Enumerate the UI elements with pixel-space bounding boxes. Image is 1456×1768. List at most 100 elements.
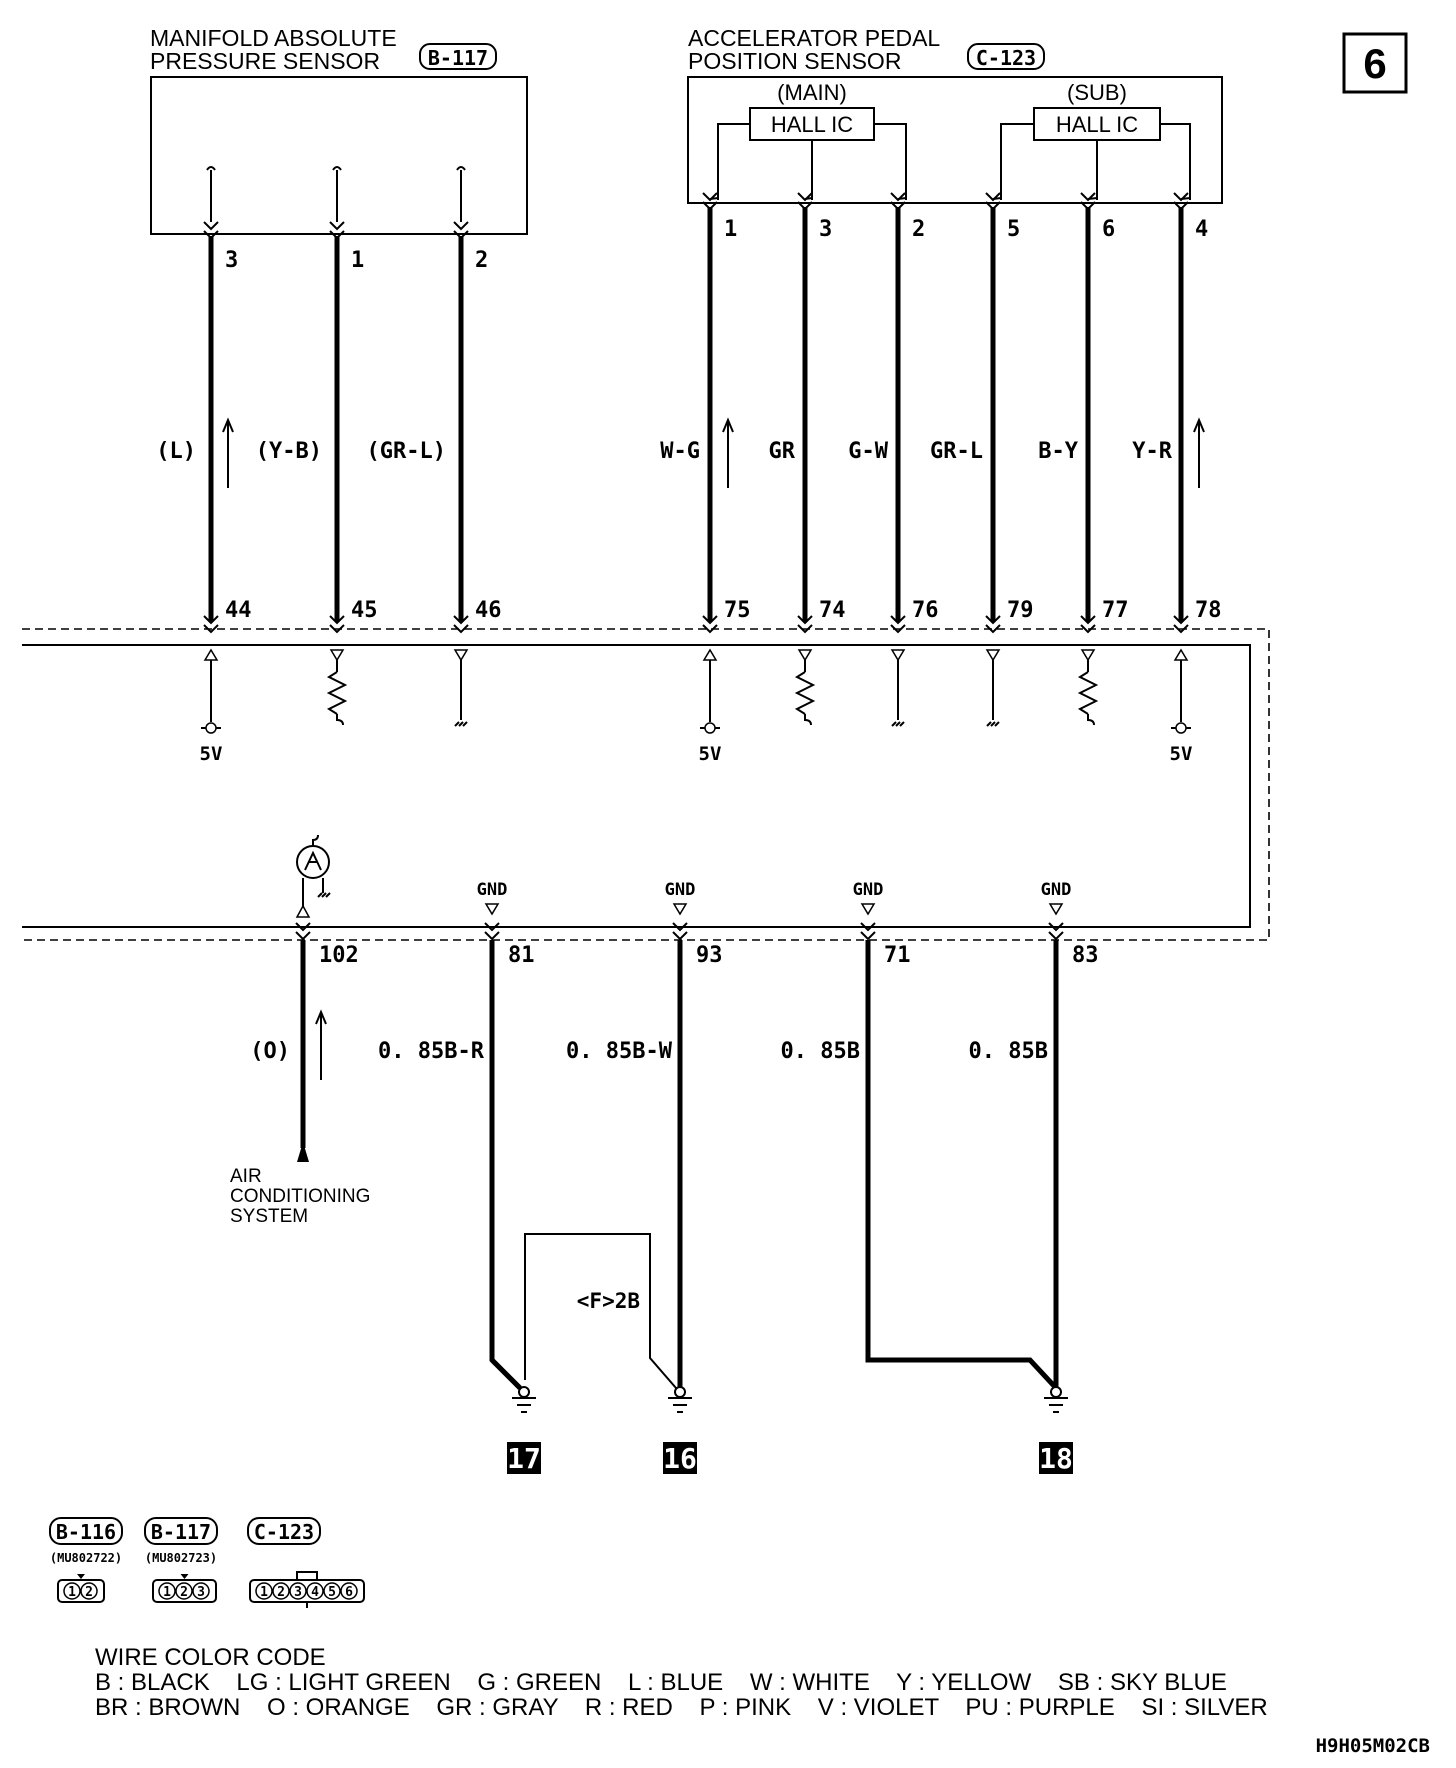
input-triangle-up bbox=[702, 648, 718, 661]
ecm bbox=[22, 628, 1270, 941]
ecm-bottom-chevron bbox=[484, 922, 500, 932]
supply-5v-label: 5V bbox=[699, 743, 722, 765]
map-sensor-body bbox=[150, 76, 528, 235]
app-pin-number: 4 bbox=[1195, 217, 1208, 242]
app-pin-number: 5 bbox=[1007, 217, 1020, 242]
connector-pin bbox=[158, 1582, 176, 1600]
app-pin-chevron bbox=[890, 192, 906, 202]
ground-point-node bbox=[518, 1386, 530, 1398]
input-triangle-down bbox=[797, 649, 813, 662]
supply-5v-label: 5V bbox=[200, 743, 223, 765]
app-pin-chevron bbox=[985, 192, 1001, 202]
gnd-triangle bbox=[860, 903, 876, 916]
app-pin-chevron bbox=[702, 192, 718, 202]
ecm-bottom-chevron bbox=[1048, 931, 1064, 941]
ac-wire-color: (O) bbox=[250, 1039, 290, 1064]
ecm-terminal-chevron bbox=[797, 624, 813, 634]
wire-color-code-row-1: B : BLACK LG : LIGHT GREEN G : GREEN L :… bbox=[95, 1669, 1227, 1696]
page-number-box bbox=[1342, 32, 1408, 94]
map-wire-color: (GR-L) bbox=[367, 439, 446, 464]
app-pin-number: 1 bbox=[724, 217, 737, 242]
map-sensor-title-1: MANIFOLD ABSOLUTE bbox=[150, 25, 397, 51]
resistor-tail bbox=[336, 714, 344, 726]
ground-point-badge bbox=[1039, 1442, 1073, 1474]
connector-pin-number: 4 bbox=[311, 1585, 319, 1600]
connector-pin bbox=[80, 1582, 98, 1600]
input-triangle-down bbox=[890, 649, 906, 662]
ecm-bottom-chevron bbox=[295, 931, 311, 941]
ground-wire-color: 0. 85B-R bbox=[378, 1039, 485, 1064]
gnd-triangle bbox=[672, 903, 688, 916]
hall-lead-join bbox=[897, 197, 907, 200]
gnd-triangle bbox=[484, 903, 500, 916]
app-sensor-connector-frame bbox=[967, 43, 1045, 70]
app-pin-number: 3 bbox=[819, 217, 832, 242]
connector-key bbox=[77, 1574, 85, 1579]
connector-pin-number: 3 bbox=[197, 1585, 205, 1600]
ecm-terminal-number: 78 bbox=[1195, 598, 1222, 623]
ground-wire-color: 0. 85B bbox=[969, 1039, 1048, 1064]
ecm-terminal-chevron bbox=[1173, 615, 1189, 625]
ground-wire-color: 0. 85B bbox=[781, 1039, 860, 1064]
map-pin-number: 2 bbox=[475, 248, 488, 273]
map-pin-chevron bbox=[453, 221, 469, 231]
ac-system-label: CONDITIONING bbox=[230, 1186, 370, 1207]
gnd-triangle bbox=[1048, 903, 1064, 916]
splice-label: <F>2B bbox=[577, 1289, 640, 1313]
ground-point-node bbox=[1050, 1386, 1062, 1398]
supply-node bbox=[205, 722, 217, 734]
connector-pin-number: 2 bbox=[277, 1585, 285, 1600]
ecm-bottom-terminal: 71 bbox=[884, 943, 911, 968]
app-wire-color: B-Y bbox=[1038, 439, 1078, 464]
ecm-terminal-chevron bbox=[890, 624, 906, 634]
connector-pin-number: 2 bbox=[85, 1585, 93, 1600]
gnd-label: GND bbox=[853, 880, 884, 900]
connector-pin-number: 1 bbox=[163, 1585, 171, 1600]
supply-node bbox=[704, 722, 716, 734]
wire-color-code-row-2: BR : BROWN O : ORANGE GR : GRAY R : RED … bbox=[95, 1694, 1268, 1721]
ecm-bottom-chevron bbox=[860, 922, 876, 932]
pull-resistor bbox=[794, 671, 816, 715]
ecm-terminal-number: 74 bbox=[819, 598, 846, 623]
ac-wire-arrowhead bbox=[297, 1142, 309, 1162]
app-pin-chevron bbox=[1080, 192, 1096, 202]
chassis-ground-icon bbox=[891, 721, 905, 727]
ecm-terminal-chevron bbox=[797, 615, 813, 625]
map-pin-number: 1 bbox=[351, 248, 364, 273]
hall-ic-main-label: HALL IC bbox=[771, 112, 853, 137]
connector-pin bbox=[192, 1582, 210, 1600]
ecm-terminal-chevron bbox=[1080, 615, 1096, 625]
connector-pin-number: 1 bbox=[260, 1585, 268, 1600]
hall-main-right-lead bbox=[874, 123, 907, 200]
ecm-terminal-number: 45 bbox=[351, 598, 378, 623]
hall-sub-left-lead bbox=[1000, 123, 1034, 200]
app-wire-color: GR-L bbox=[930, 439, 983, 464]
connector-name-frame bbox=[144, 1517, 218, 1545]
ecm-terminal-chevron bbox=[453, 615, 469, 625]
drawing-code: H9H05M02CB bbox=[1316, 1735, 1430, 1757]
connector-face bbox=[152, 1579, 217, 1603]
ecm-terminal-chevron bbox=[453, 624, 469, 634]
connector-latch bbox=[296, 1571, 318, 1581]
chassis-ground-icon bbox=[454, 721, 468, 727]
input-triangle-down bbox=[453, 649, 469, 662]
app-wire-color: Y-R bbox=[1132, 439, 1172, 464]
hall-lead-join bbox=[804, 197, 813, 200]
connector-pin bbox=[306, 1582, 324, 1600]
connector-pin bbox=[323, 1582, 341, 1600]
app-pin-chevron bbox=[797, 192, 813, 202]
app-pin-chevron bbox=[1173, 192, 1189, 202]
splice-wire bbox=[524, 1233, 677, 1389]
ecm-terminal-number: 46 bbox=[475, 598, 502, 623]
ecm-terminal-chevron bbox=[1173, 624, 1189, 634]
hall-lead-join bbox=[992, 197, 1002, 200]
map-wire-color: (Y-B) bbox=[256, 439, 322, 464]
resistor-tail bbox=[804, 714, 812, 726]
ground-point-badge bbox=[507, 1442, 541, 1474]
ground-wire-81-bend bbox=[490, 1358, 522, 1390]
connector-name: B-116 bbox=[56, 1520, 116, 1544]
ecm-terminal-number: 75 bbox=[724, 598, 751, 623]
ecm-terminal-chevron bbox=[1080, 624, 1096, 634]
ground-point-badge bbox=[663, 1442, 697, 1474]
